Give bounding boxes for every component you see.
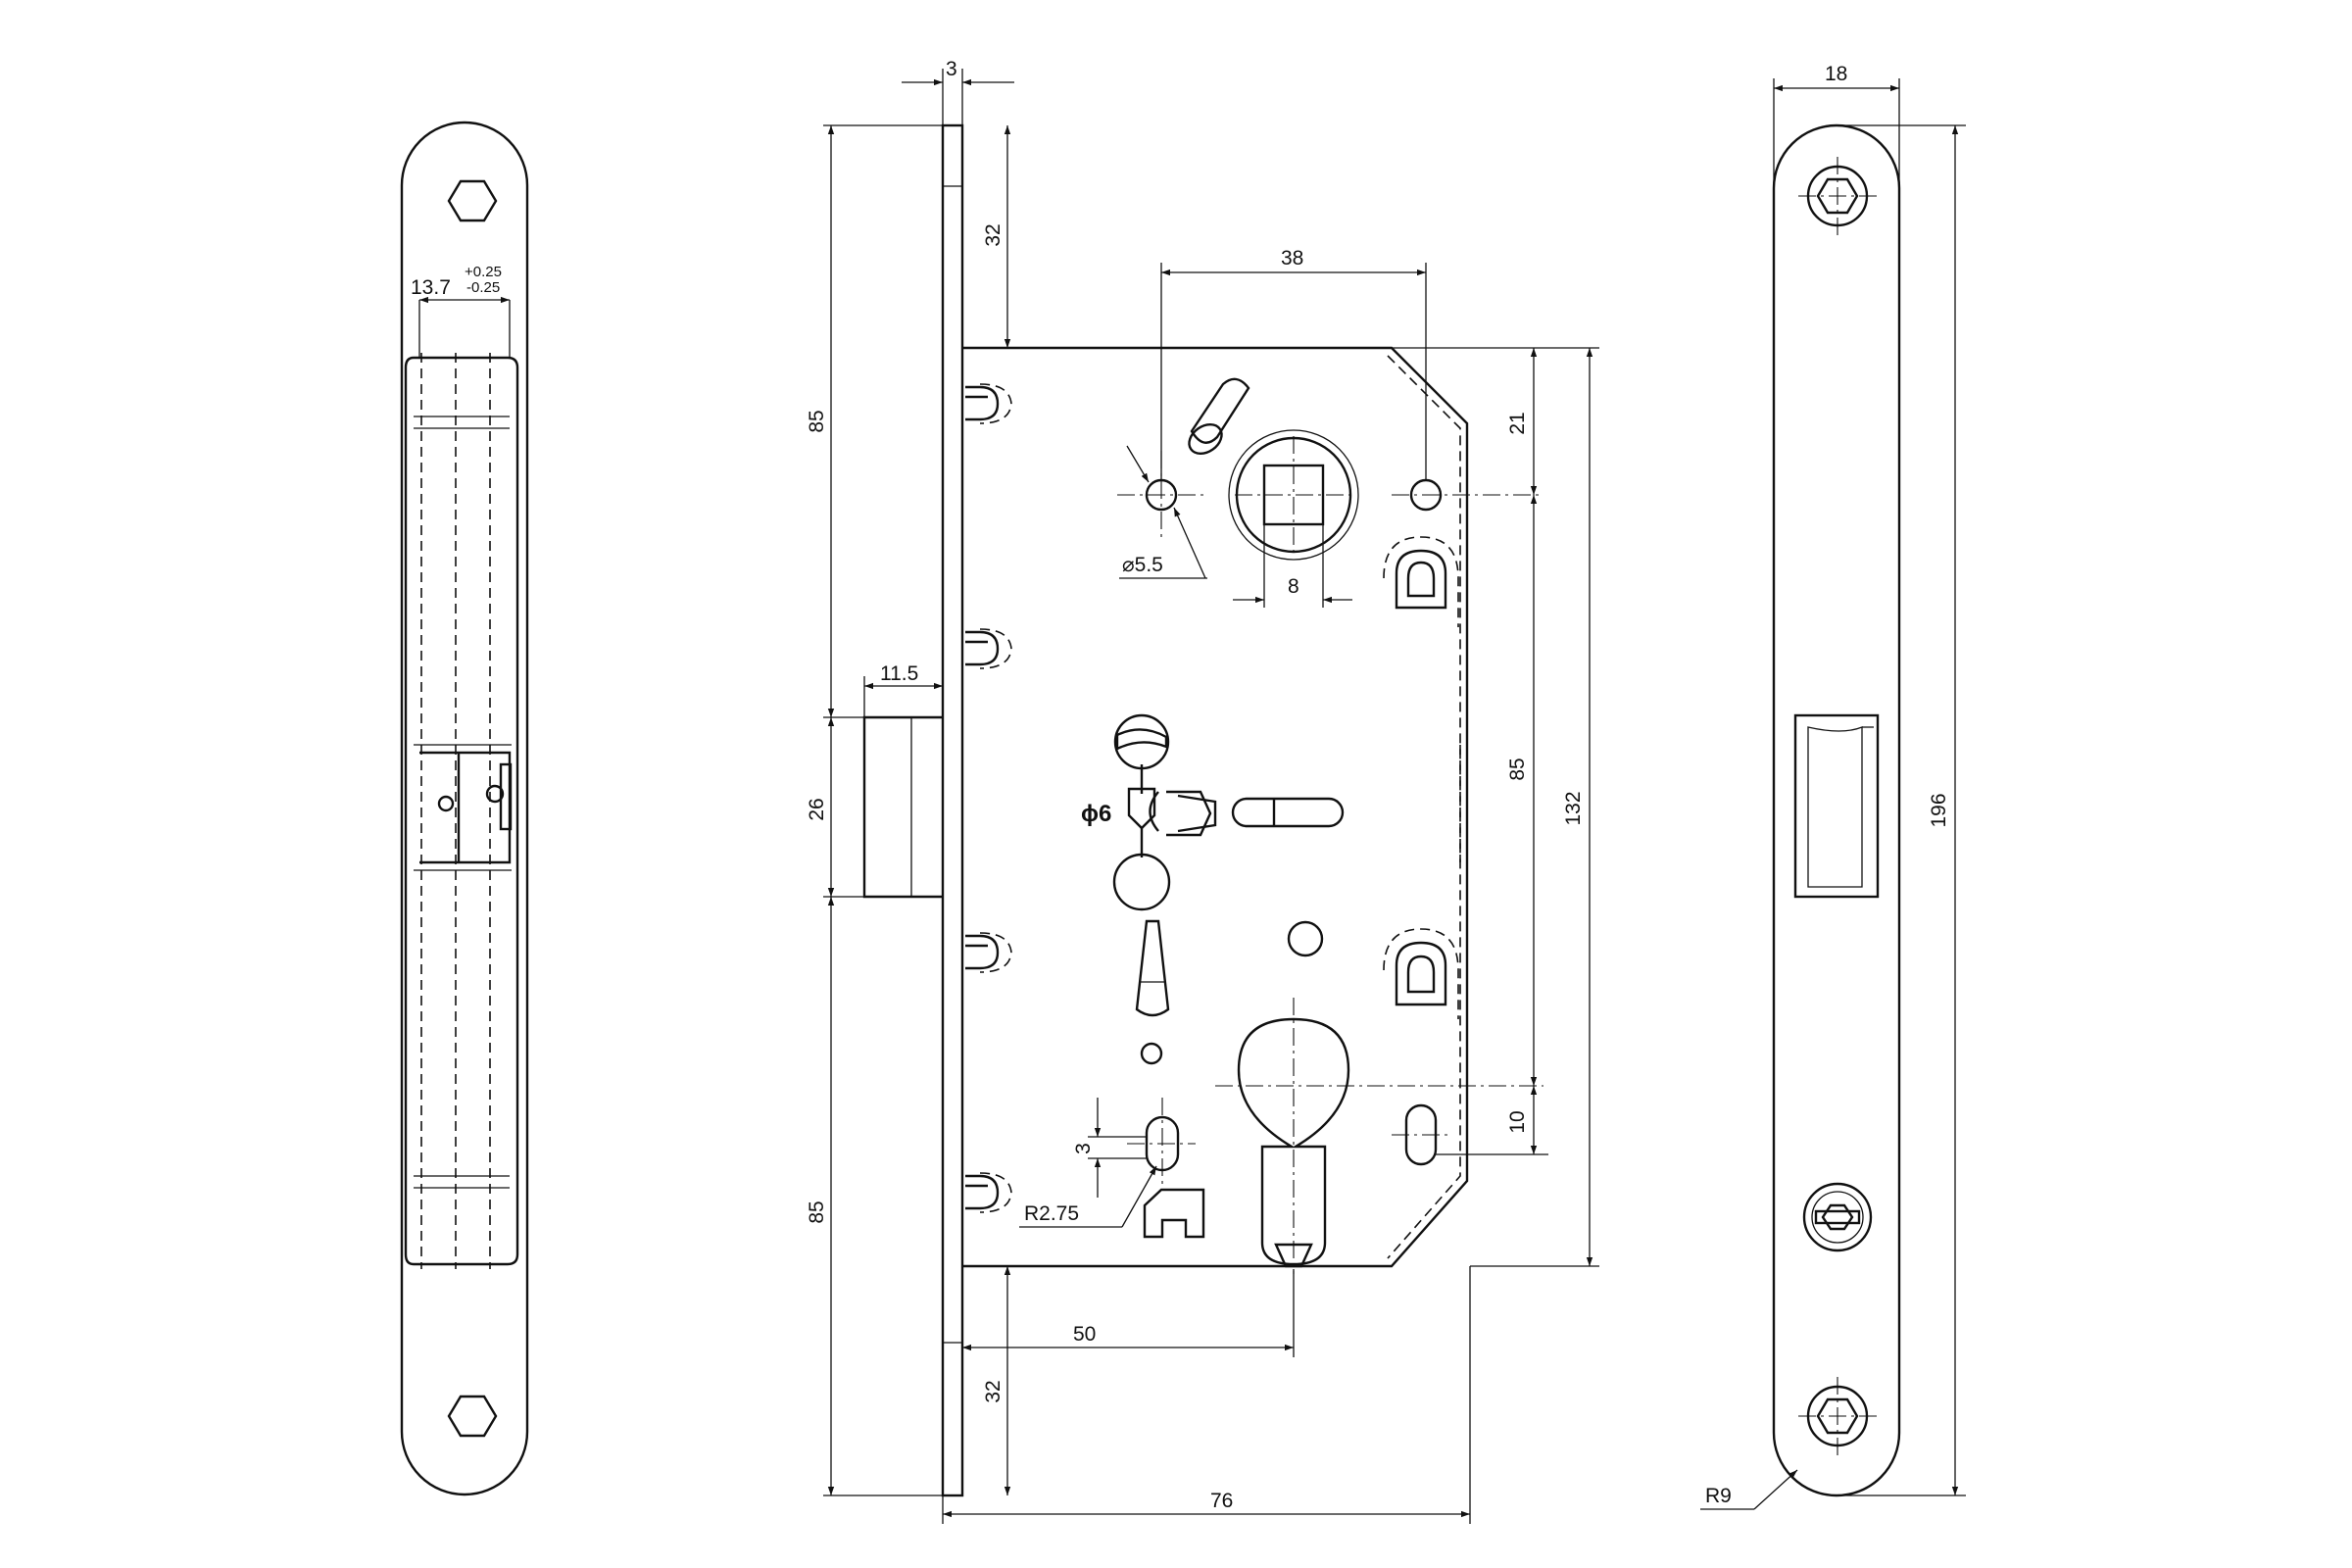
- dim-85-mid-label: 85: [1506, 758, 1529, 780]
- small-bracket: [1143, 1188, 1205, 1239]
- latch-bolt: [862, 715, 943, 899]
- tolerance-lower-label: -0.25: [466, 279, 500, 296]
- small-pin-hole: [1140, 1042, 1163, 1065]
- dim-10-label: 10: [1506, 1110, 1529, 1133]
- faceplate-screw-top: [1798, 157, 1877, 235]
- dim-32-top-label: 32: [982, 223, 1004, 246]
- dim-32-bottom-label: 32: [982, 1380, 1004, 1402]
- body-screw-tabs: [965, 383, 1012, 1213]
- follower-spindle: [1228, 429, 1359, 561]
- cylinder-hole: [1215, 998, 1544, 1274]
- dim-76-label: 76: [1210, 1490, 1233, 1512]
- dim-85-bottom-label: 85: [806, 1200, 828, 1223]
- hex-screw-icon-bottom: [447, 1395, 498, 1438]
- side-view-faceplate: [400, 121, 529, 1496]
- faceplate-outline: [1772, 123, 1901, 1497]
- tolerance-upper-label: +0.25: [465, 264, 502, 280]
- phi6-label: ϕ6: [1081, 801, 1111, 827]
- dim-3-label: 3: [946, 58, 957, 80]
- dim-38-label: 38: [1281, 247, 1303, 270]
- dim-21-label: 21: [1506, 412, 1529, 434]
- side-view-body-outline: [404, 356, 519, 1266]
- lower-hook: [1395, 941, 1447, 1006]
- dim-5-5-label: ⌀5.5: [1122, 554, 1163, 576]
- faceplate-latch-opening: [1793, 713, 1880, 899]
- dim-8-label: 8: [1288, 575, 1299, 598]
- dim-18-label: 18: [1825, 63, 1847, 85]
- dim-r2-75-label: R2.75: [1024, 1202, 1079, 1225]
- upper-hook: [1395, 549, 1447, 610]
- dim-50-label: 50: [1073, 1323, 1096, 1346]
- side-view-latch-recess: [419, 751, 512, 864]
- faceplate-knob-opening: [1802, 1182, 1873, 1252]
- dim-85-top-label: 85: [806, 410, 828, 432]
- side-view-screw-hole: [437, 795, 455, 812]
- dim-13-7-label: 13.7: [411, 276, 451, 299]
- dim-132-label: 132: [1562, 791, 1585, 825]
- front-view-faceplate: [941, 123, 964, 1497]
- dim-r9-label: R9: [1705, 1485, 1732, 1507]
- dim-11-5-label: 11.5: [880, 662, 918, 685]
- angled-slot: [1190, 377, 1250, 444]
- teardrop-lever: [1135, 919, 1170, 1017]
- latch-mechanism: ϕ6: [1081, 713, 1345, 911]
- faceplate-screw-bottom: [1798, 1377, 1877, 1455]
- lock-body-outline: [962, 346, 1469, 1268]
- dim-196-label: 196: [1928, 793, 1950, 827]
- dim-3-small-label: 3: [1072, 1143, 1095, 1154]
- hex-screw-icon-top: [447, 179, 498, 222]
- front-view: ϕ6 3 85: [806, 58, 1599, 1524]
- faceplate-view: 18 196 R9: [1700, 63, 1966, 1510]
- side-view: 13.7 +0.25 -0.25: [400, 121, 529, 1496]
- pin-hole: [1287, 920, 1324, 957]
- dim-26-label: 26: [806, 798, 828, 820]
